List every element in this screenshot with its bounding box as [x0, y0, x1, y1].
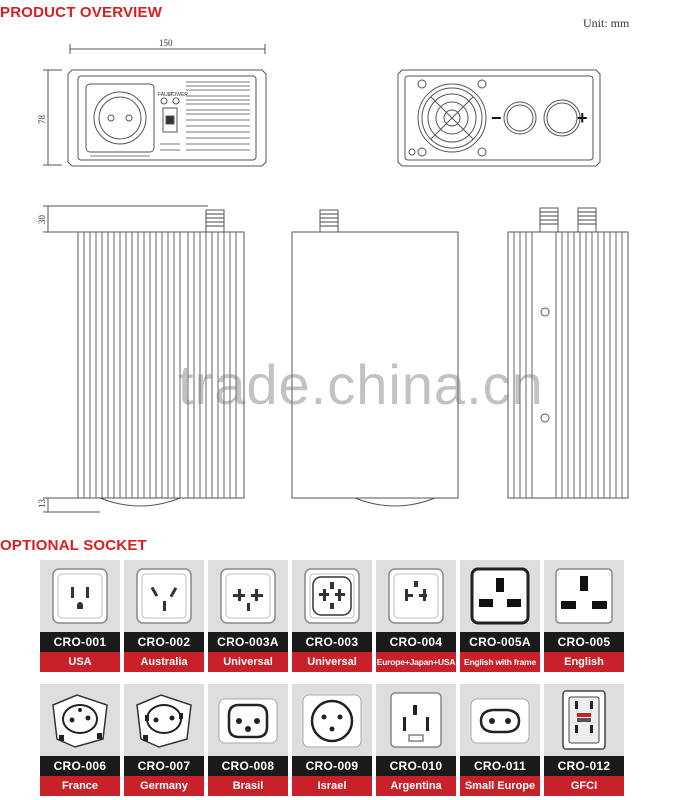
socket-name: Germany: [124, 776, 204, 796]
socket-code: CRO-005: [544, 632, 624, 652]
uk-framed-outlet-icon: [460, 560, 540, 632]
socket-code: CRO-003: [292, 632, 372, 652]
height-dimension-line: [43, 69, 62, 166]
usa-outlet-icon: [40, 560, 120, 632]
gfci-outlet-icon: [544, 684, 624, 756]
multi-outlet-icon: [376, 560, 456, 632]
top-view-right: [507, 207, 629, 499]
socket-name: Universal: [292, 652, 372, 672]
socket-name: Universal: [208, 652, 288, 672]
plus-terminal-label: +: [577, 108, 588, 128]
socket-code: CRO-002: [124, 632, 204, 652]
socket-name: Argentina: [376, 776, 456, 796]
fault-label: FAULT: [158, 92, 173, 98]
socket-name: English with frame: [460, 652, 540, 672]
terminal-height-dimension: 30: [37, 215, 47, 224]
socket-code: CRO-010: [376, 756, 456, 776]
universal-outlet-icon: [292, 560, 372, 632]
france-outlet-icon: [40, 684, 120, 756]
height-dimension: 78: [37, 115, 47, 124]
top-view-middle: [291, 209, 459, 507]
front-view: [67, 69, 267, 167]
rear-view: [397, 69, 601, 167]
terminal-dimension-line: [43, 205, 208, 233]
socket-name: GFCI: [544, 776, 624, 796]
germany-outlet-icon: [124, 684, 204, 756]
socket-code: CRO-012: [544, 756, 624, 776]
uk-outlet-icon: [544, 560, 624, 632]
israel-outlet-icon: [292, 684, 372, 756]
socket-code: CRO-001: [40, 632, 120, 652]
socket-code: CRO-005A: [460, 632, 540, 652]
brasil-outlet-icon: [208, 684, 288, 756]
small-europe-outlet-icon: [460, 684, 540, 756]
foot-dimension-line: [43, 497, 100, 513]
socket-code: CRO-008: [208, 756, 288, 776]
socket-code: CRO-007: [124, 756, 204, 776]
socket-name: USA: [40, 652, 120, 672]
watermark: trade.china.cn: [178, 353, 544, 416]
minus-terminal-label: −: [491, 108, 502, 128]
socket-name: France: [40, 776, 120, 796]
width-dimension: 150: [159, 38, 173, 48]
socket-code: CRO-003A: [208, 632, 288, 652]
width-dimension-line: [69, 44, 266, 54]
socket-name: Brasil: [208, 776, 288, 796]
product-drawing: FAULT POWER − +: [43, 44, 629, 513]
top-view-left: [77, 209, 245, 507]
australia-outlet-icon: [124, 560, 204, 632]
foot-height-dimension: 13: [37, 499, 47, 508]
power-label: POWER: [169, 92, 188, 98]
socket-code: CRO-009: [292, 756, 372, 776]
product-overview-title: PRODUCT OVERVIEW: [0, 4, 163, 21]
socket-code: CRO-006: [40, 756, 120, 776]
socket-code: CRO-004: [376, 632, 456, 652]
socket-name: Israel: [292, 776, 372, 796]
socket-code: CRO-011: [460, 756, 540, 776]
socket-name: Europe+Japan+USA: [376, 652, 456, 672]
universal-outlet-a-icon: [208, 560, 288, 632]
socket-name: English: [544, 652, 624, 672]
argentina-outlet-icon: [376, 684, 456, 756]
socket-name: Australia: [124, 652, 204, 672]
optional-socket-title: OPTIONAL SOCKET: [0, 537, 147, 554]
unit-label: Unit: mm: [583, 16, 630, 30]
socket-name: Small Europe: [460, 776, 540, 796]
